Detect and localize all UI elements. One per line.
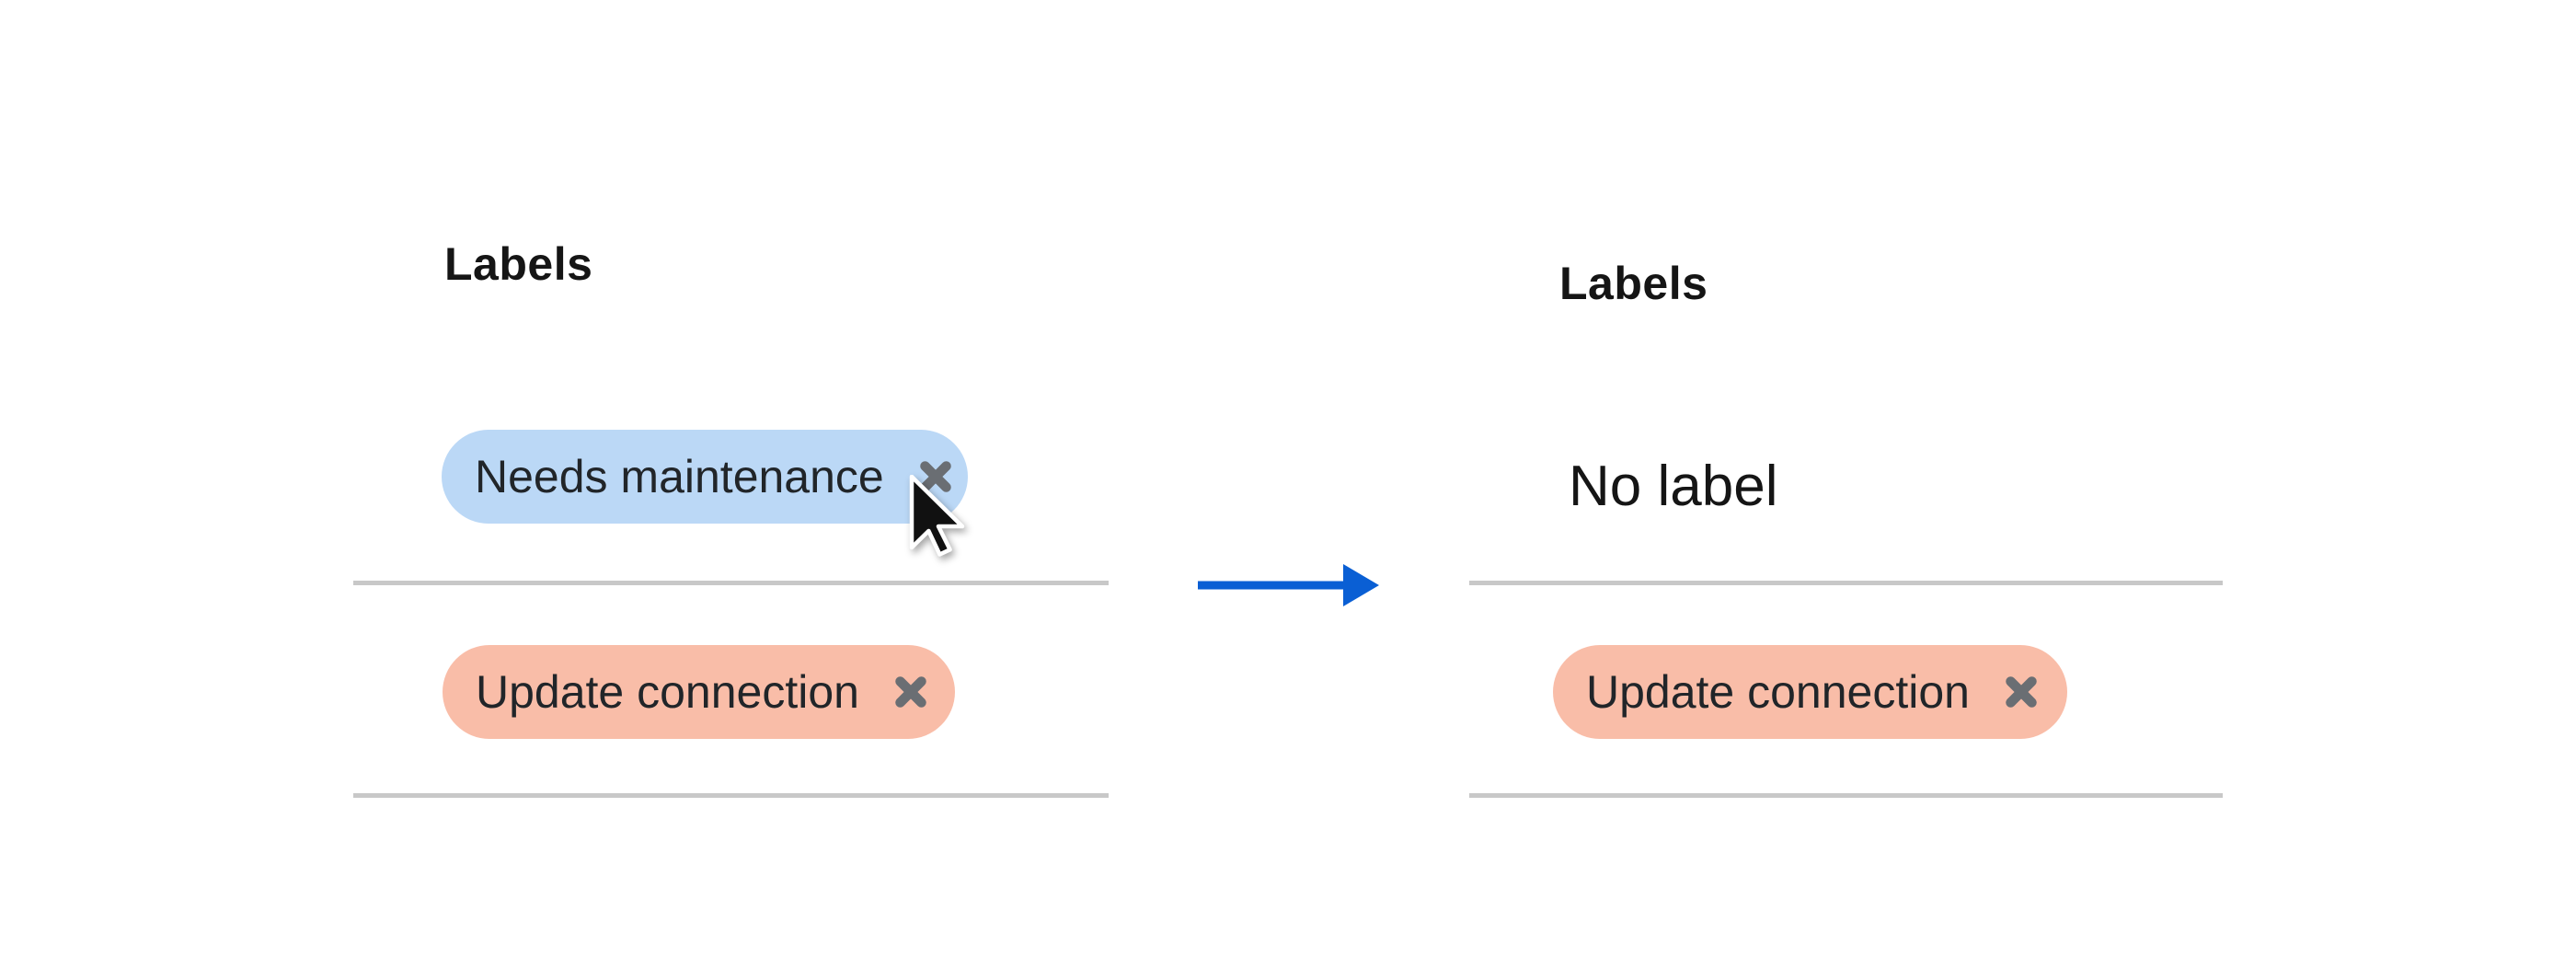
divider — [353, 793, 1109, 798]
arrow-right-icon — [1198, 564, 1379, 606]
times-icon — [917, 458, 954, 495]
label-chip-text: Needs maintenance — [475, 451, 884, 502]
label-chip-text: Update connection — [1586, 666, 1970, 718]
remove-label-button[interactable] — [2003, 674, 2040, 710]
divider — [1469, 581, 2223, 585]
times-icon — [2003, 674, 2040, 710]
remove-label-button[interactable] — [892, 674, 929, 710]
divider — [1469, 793, 2223, 798]
no-label-text: No label — [1569, 455, 1778, 518]
labels-heading-left: Labels — [444, 238, 593, 290]
remove-label-button[interactable] — [917, 458, 954, 495]
divider — [353, 581, 1109, 585]
label-chip-update-connection: Update connection — [443, 645, 955, 739]
label-chip-text: Update connection — [476, 666, 859, 718]
label-chip-needs-maintenance: Needs maintenance — [442, 430, 968, 524]
labels-heading-right: Labels — [1559, 258, 1708, 309]
times-icon — [892, 674, 929, 710]
label-chip-update-connection: Update connection — [1553, 645, 2067, 739]
